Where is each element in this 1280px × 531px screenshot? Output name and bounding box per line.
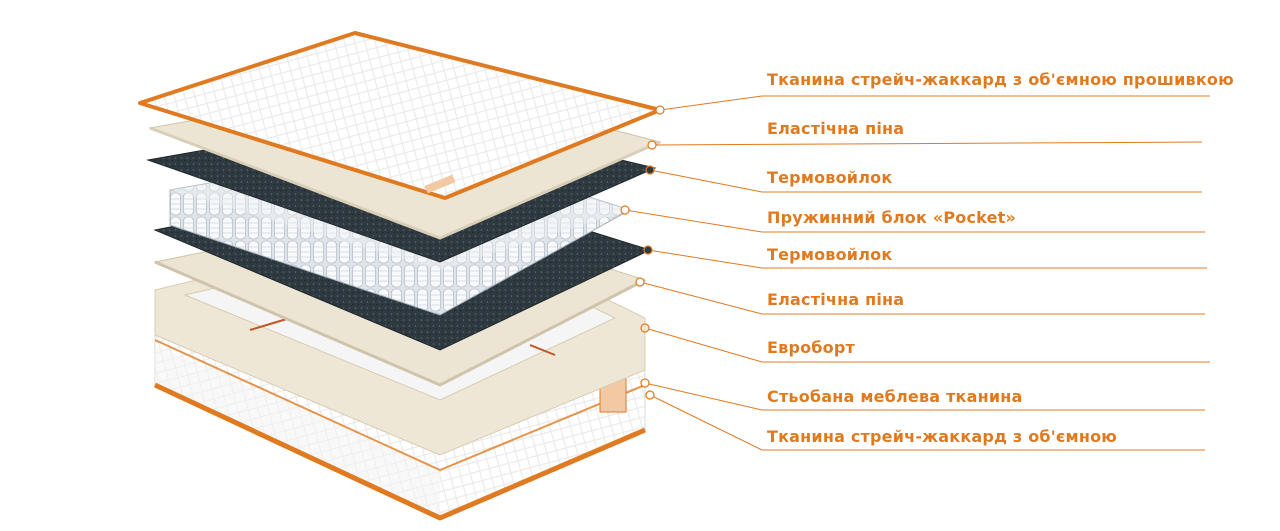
label-thermofelt-top: Термовойлок xyxy=(767,168,893,187)
top-brand-tag-icon xyxy=(424,174,456,194)
dot-elastic-foam-top xyxy=(647,140,657,150)
dot-quilted-fabric xyxy=(640,378,650,388)
dot-elastic-foam-bottom xyxy=(635,277,645,287)
leader-bottom-fabric xyxy=(649,394,1205,451)
dot-thermofelt-bottom xyxy=(643,245,653,255)
dot-top-fabric xyxy=(655,105,665,115)
leader-top-fabric xyxy=(659,95,1210,111)
leader-thermofelt-bottom xyxy=(647,249,1207,269)
leader-elastic-foam-bottom xyxy=(639,281,1205,315)
callout-dots xyxy=(620,105,665,400)
leader-quilted-fabric xyxy=(644,382,1205,411)
label-elastic-foam-bottom: Еластічна піна xyxy=(767,290,905,309)
dot-thermofelt-top xyxy=(645,165,655,175)
label-elastic-foam-top: Еластічна піна xyxy=(767,119,905,138)
label-bottom-fabric: Тканина стрейч-жаккард з об'ємною xyxy=(767,427,1118,446)
dot-pocket-spring xyxy=(620,205,630,215)
leader-euro-frame xyxy=(644,327,1210,363)
leader-elastic-foam-top xyxy=(651,141,1203,146)
leader-thermofelt-top xyxy=(649,169,1202,193)
label-quilted-fabric: Стьобана меблева тканина xyxy=(767,387,1023,406)
label-top-fabric: Тканина стрейч-жаккард з об'ємною прошив… xyxy=(767,70,1234,89)
dot-euro-frame xyxy=(640,323,650,333)
label-pocket-spring: Пружинний блок «Pocket» xyxy=(767,208,1017,227)
dot-bottom-fabric xyxy=(645,390,655,400)
label-thermofelt-bottom: Термовойлок xyxy=(767,245,893,264)
callout-lines xyxy=(624,95,1210,451)
leader-pocket-spring xyxy=(624,209,1205,233)
label-euro-frame: Евроборт xyxy=(767,338,855,357)
